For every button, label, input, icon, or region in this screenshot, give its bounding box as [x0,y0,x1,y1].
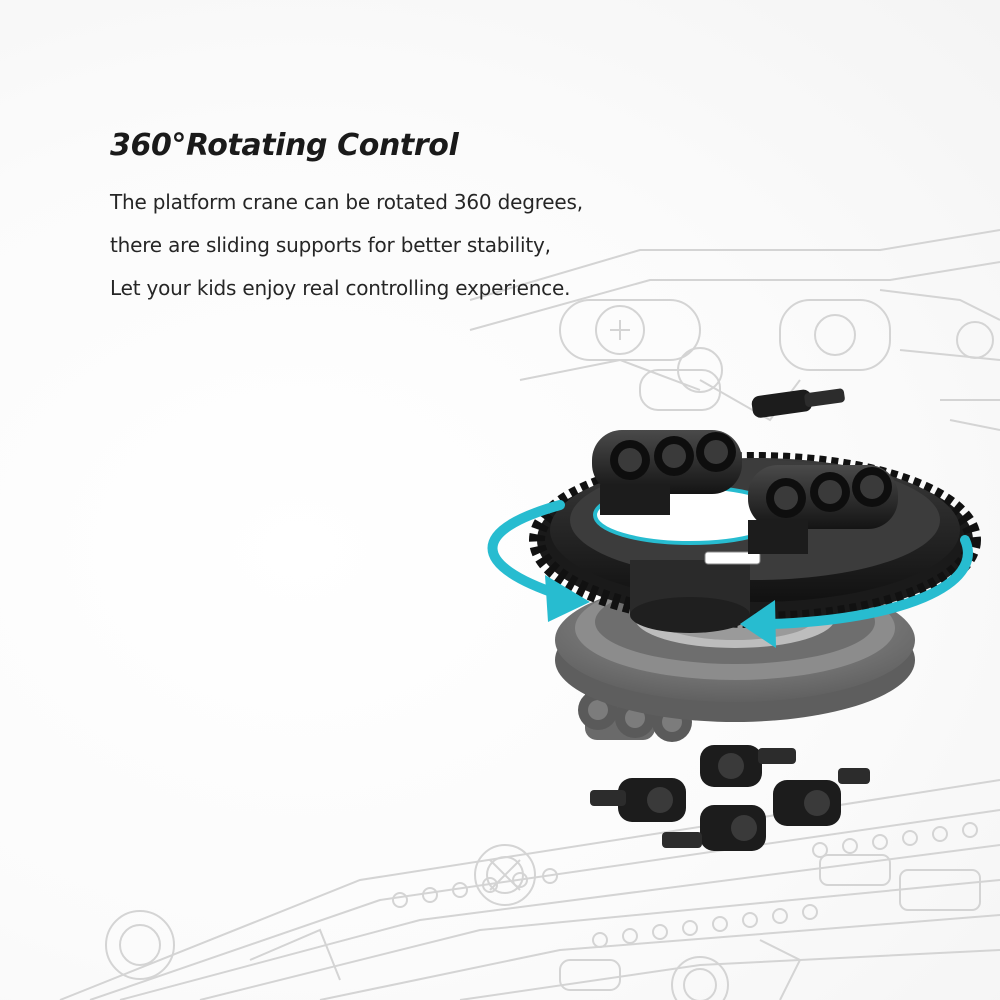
feature-description-line-1: The platform crane can be rotated 360 de… [110,190,583,214]
rotation-arrowheads [545,575,776,648]
pin-1 [700,745,796,787]
rotation-arrow-icon [487,500,973,629]
connector-pins [590,388,870,851]
feature-description-line-3: Let your kids enjoy real controlling exp… [110,276,571,300]
pin-4 [662,805,766,851]
pin-top [751,388,845,418]
beam-brackets [592,430,898,554]
feature-headline: 360°Rotating Control [110,128,459,163]
feature-text-block: 360°Rotating Control The platform crane … [110,128,730,310]
pin-2 [590,778,686,822]
feature-description-line-2: there are sliding supports for better st… [110,233,551,257]
pin-3 [773,768,870,826]
